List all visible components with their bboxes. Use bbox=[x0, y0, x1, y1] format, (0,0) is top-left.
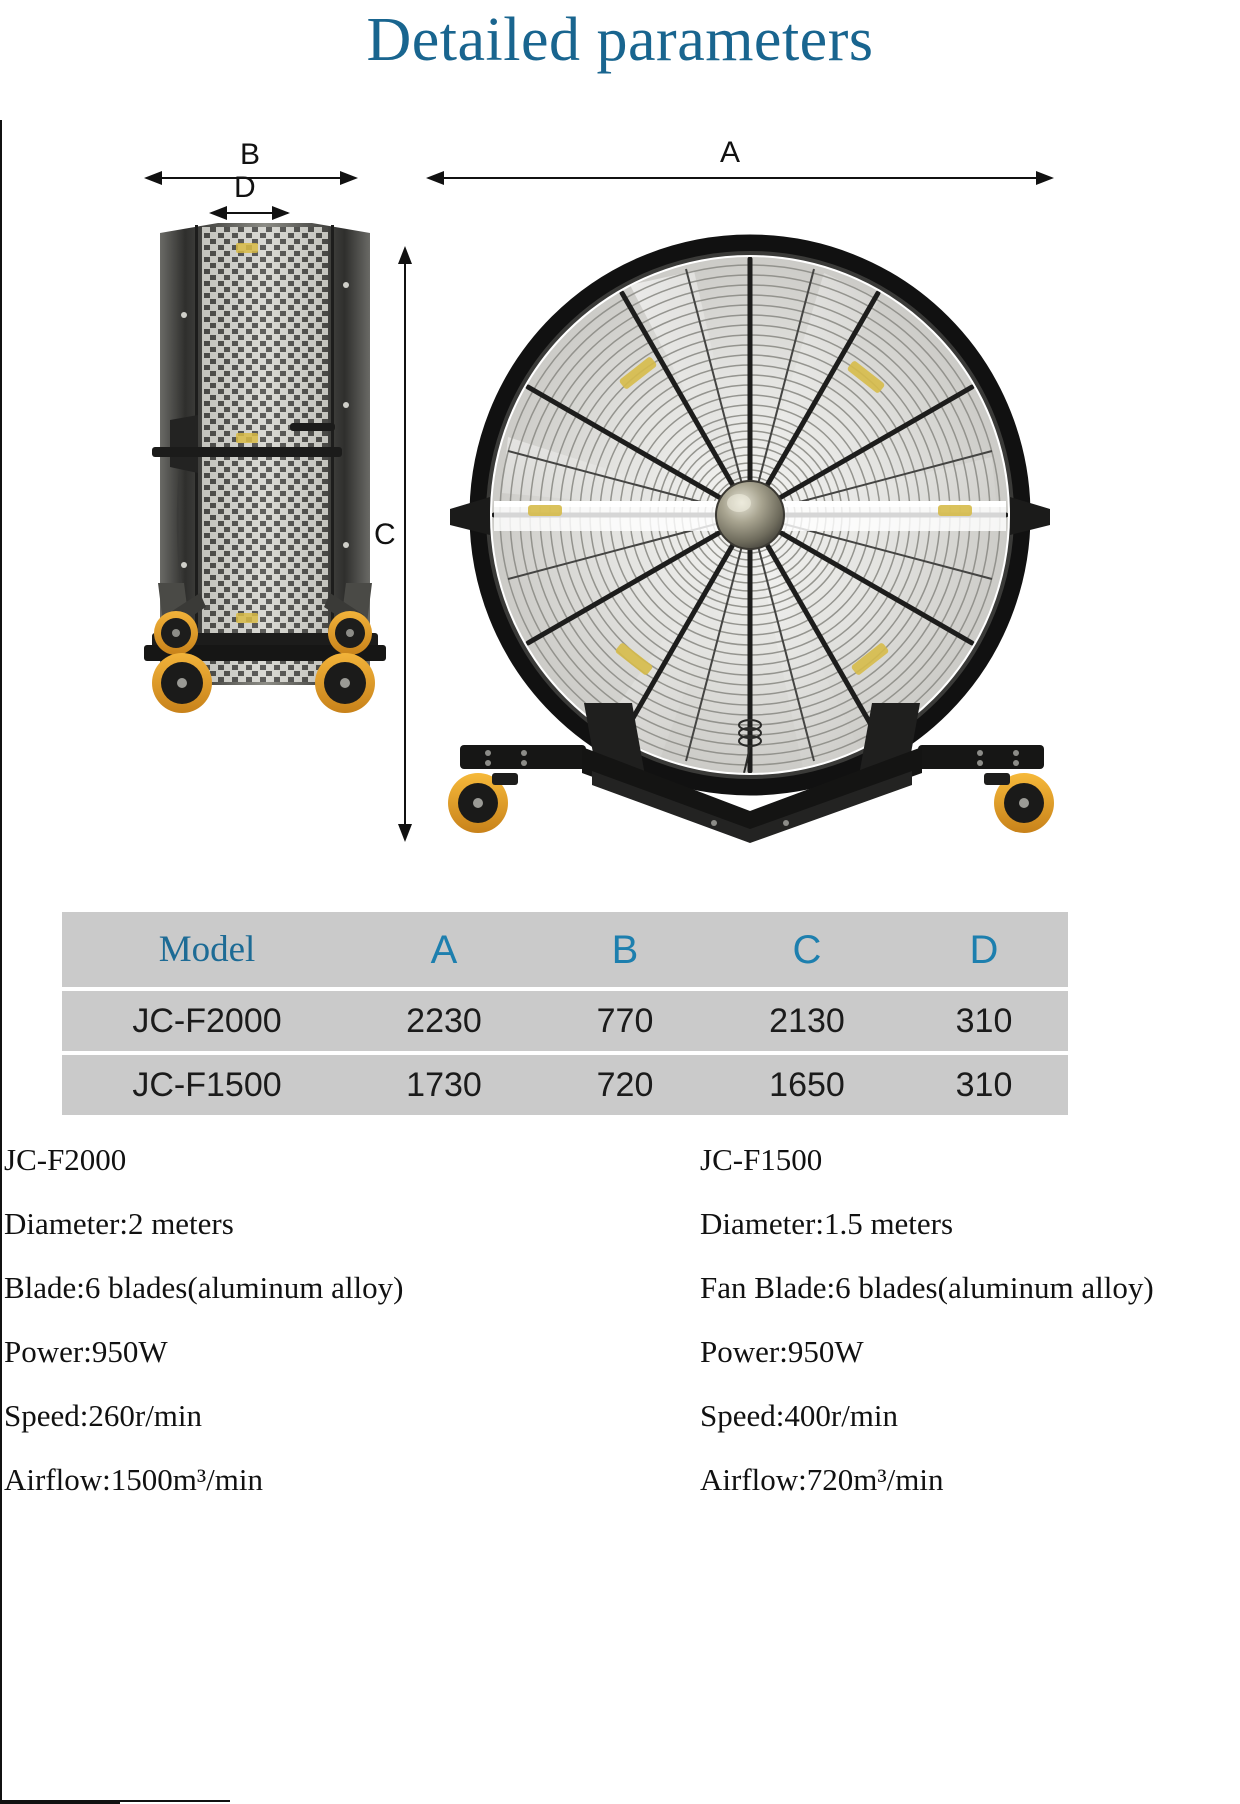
dim-d-arrow-left bbox=[209, 206, 227, 220]
spec-model: JC-F1500 bbox=[700, 1142, 823, 1177]
cell-b: 720 bbox=[596, 1066, 654, 1104]
dim-b-extension-left bbox=[0, 120, 2, 240]
dim-d-arrow-right bbox=[272, 206, 290, 220]
dim-a-extension-left bbox=[0, 510, 2, 1200]
cell-c: 2130 bbox=[769, 1002, 845, 1040]
table-row: JC-F1500 1730 720 1650 310 bbox=[62, 1055, 1068, 1115]
column-header-model: Model bbox=[158, 929, 256, 970]
spec-airflow: Airflow:1500m³/min bbox=[4, 1462, 264, 1497]
cell-a: 1730 bbox=[406, 1066, 482, 1104]
spec-diameter: Diameter:1.5 meters bbox=[700, 1206, 954, 1241]
dim-d-line bbox=[212, 212, 288, 214]
spec-speed: Speed:260r/min bbox=[4, 1398, 203, 1433]
cell-model: JC-F1500 bbox=[132, 1066, 282, 1104]
dim-d-extension-left bbox=[0, 370, 2, 440]
dim-label-c: C bbox=[374, 518, 396, 551]
dim-b-arrow-left bbox=[144, 171, 162, 185]
spec-power: Power:950W bbox=[700, 1334, 864, 1369]
cell-b: 770 bbox=[596, 1002, 654, 1040]
cell-model: JC-F2000 bbox=[132, 1002, 282, 1040]
dim-a-extension-right bbox=[0, 1200, 2, 1800]
column-header-d: D bbox=[969, 927, 999, 972]
page-title: Detailed parameters bbox=[366, 6, 874, 74]
dim-label-d: D bbox=[234, 171, 256, 204]
column-header-c: C bbox=[792, 927, 822, 972]
cell-a: 2230 bbox=[406, 1002, 482, 1040]
spec-blade: Blade:6 blades(aluminum alloy) bbox=[4, 1270, 404, 1305]
dimension-diagram: B D A C bbox=[0, 120, 1240, 1804]
dim-d-extension-right bbox=[0, 440, 2, 510]
spec-model: JC-F2000 bbox=[4, 1142, 127, 1177]
side-view-fan bbox=[144, 223, 386, 713]
spec-speed: Speed:400r/min bbox=[700, 1398, 899, 1433]
table-row: JC-F2000 2230 770 2130 310 bbox=[62, 991, 1068, 1051]
column-header-b: B bbox=[611, 927, 639, 972]
spec-blade: Fan Blade:6 blades(aluminum alloy) bbox=[700, 1270, 1154, 1305]
cell-d: 310 bbox=[955, 1066, 1013, 1104]
dim-c-arrow-top bbox=[398, 246, 412, 264]
spec-power: Power:950W bbox=[4, 1334, 168, 1369]
dim-c-arrow-bottom bbox=[398, 824, 412, 842]
cell-d: 310 bbox=[955, 1002, 1013, 1040]
dim-b-extension-right bbox=[0, 240, 2, 370]
dim-label-b: B bbox=[240, 138, 261, 171]
spec-airflow: Airflow:720m³/min bbox=[700, 1462, 944, 1497]
front-view-fan bbox=[448, 234, 1054, 843]
column-header-a: A bbox=[430, 927, 458, 972]
spec-diameter: Diameter:2 meters bbox=[4, 1206, 234, 1241]
specification-table: Model A B C D JC-F2000 2230 770 2130 310… bbox=[62, 912, 1068, 1115]
cell-c: 1650 bbox=[769, 1066, 845, 1104]
dim-label-a: A bbox=[720, 136, 741, 169]
spec-list-jc-f1500: JC-F1500 Diameter:1.5 meters Fan Blade:6… bbox=[700, 1128, 1154, 1512]
spec-list-jc-f2000: JC-F2000 Diameter:2 meters Blade:6 blade… bbox=[4, 1128, 403, 1512]
dim-c-line bbox=[404, 250, 406, 838]
dim-b-line bbox=[148, 177, 354, 179]
dim-a-line bbox=[430, 177, 1050, 179]
dim-a-arrow-right bbox=[1036, 171, 1054, 185]
dim-b-arrow-right bbox=[340, 171, 358, 185]
table-header-row: Model A B C D bbox=[62, 912, 1068, 987]
dim-a-arrow-left bbox=[426, 171, 444, 185]
